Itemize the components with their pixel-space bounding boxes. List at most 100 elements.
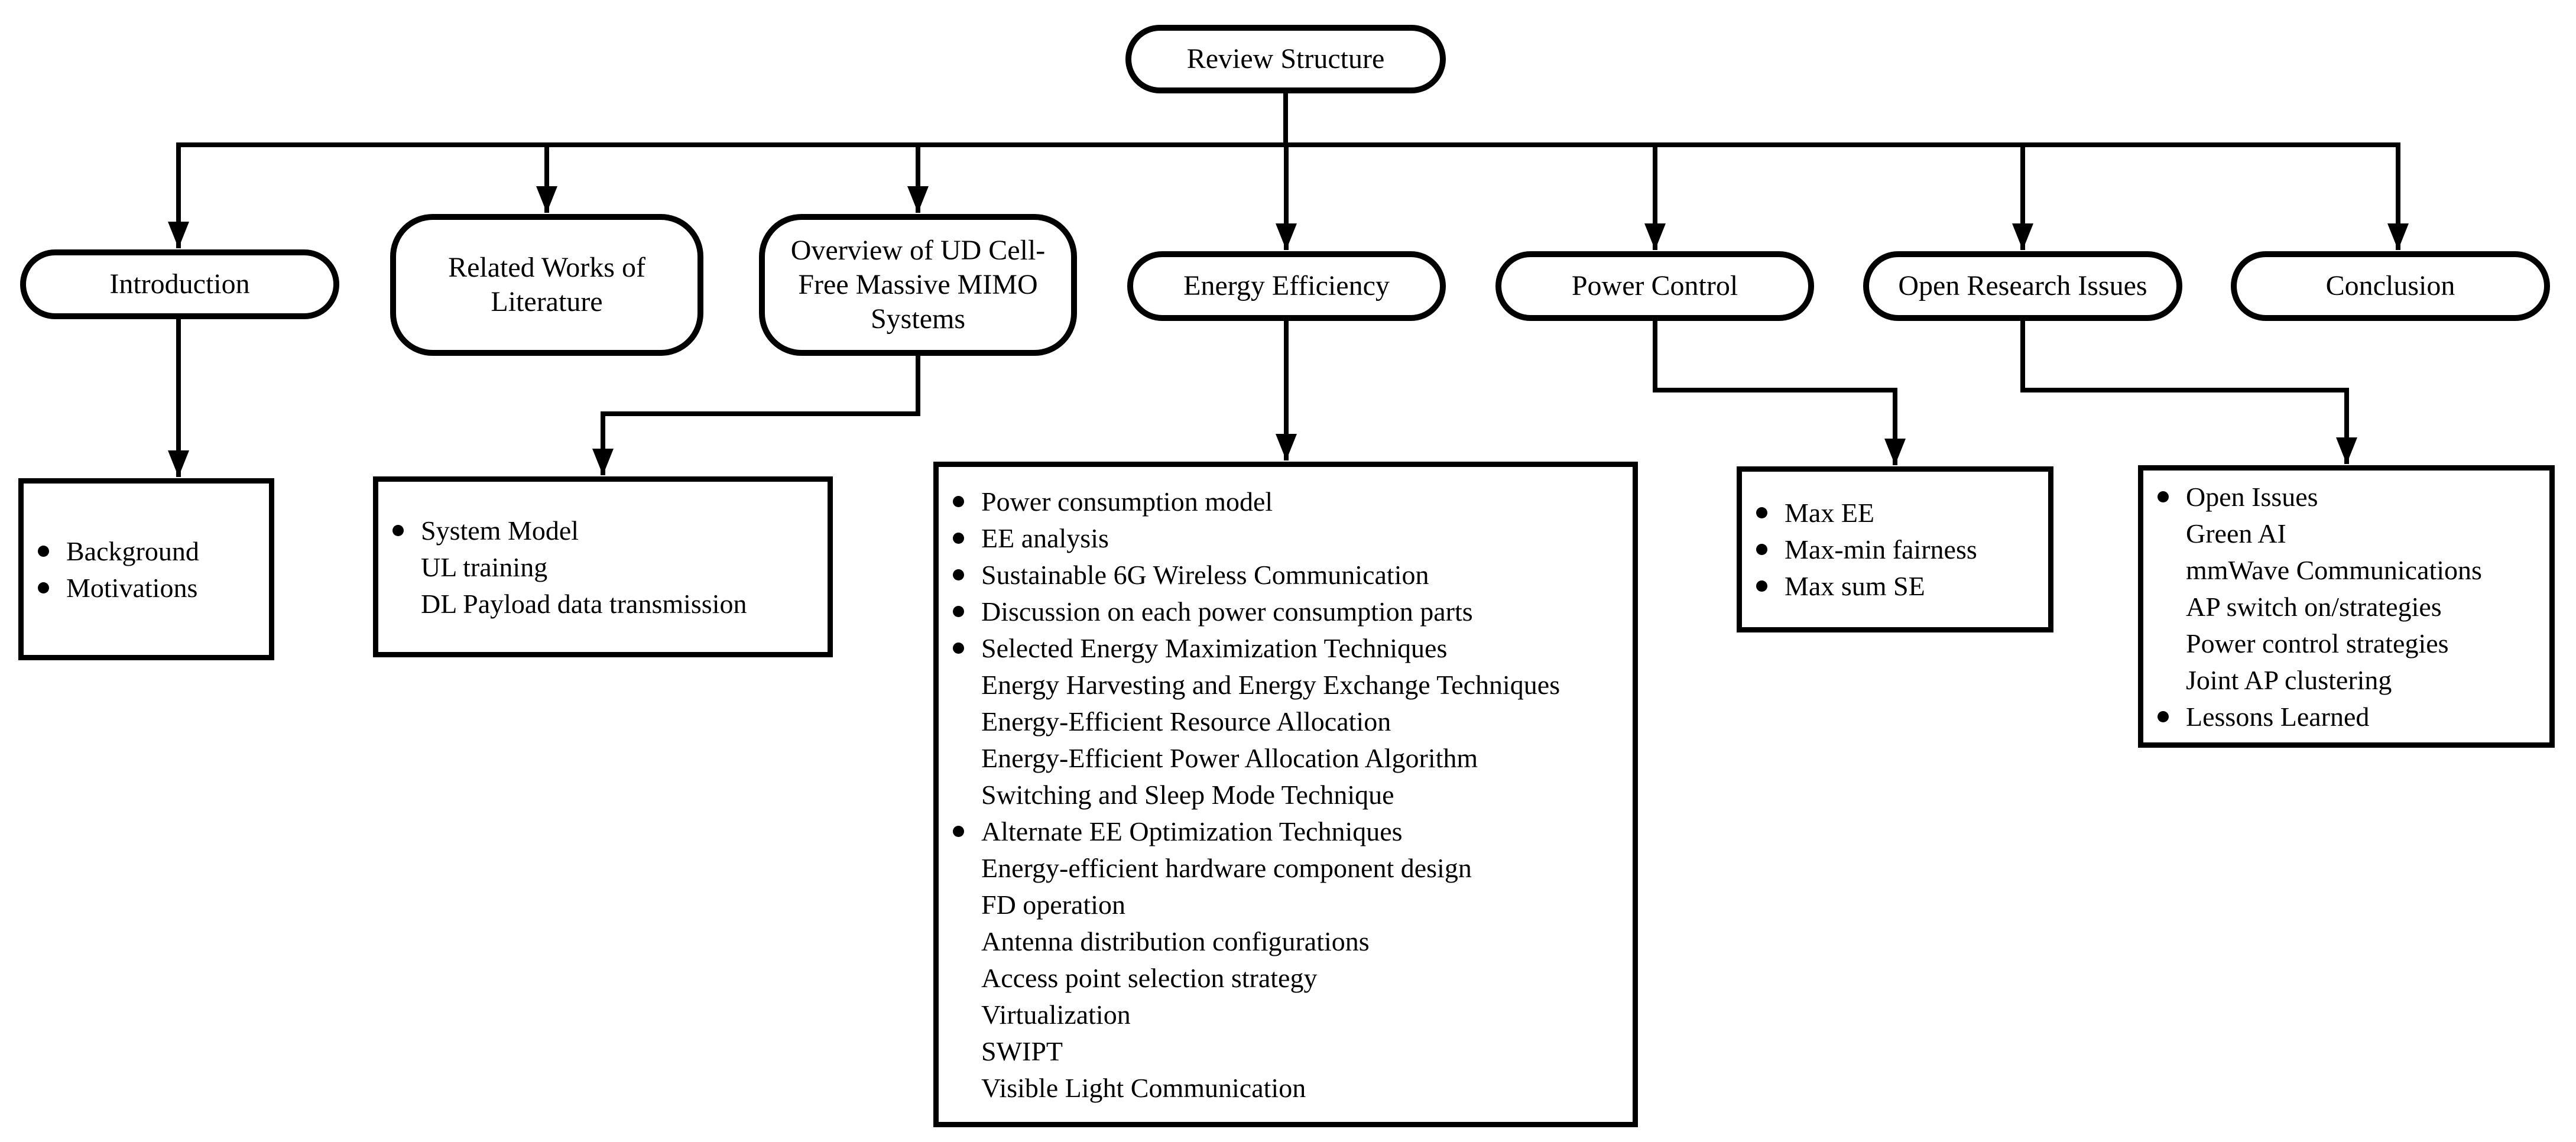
branch-node-open-research-issues: Open Research Issues [1863, 251, 2182, 321]
list-item-text: Energy-Efficient Resource Allocation [981, 706, 1391, 737]
bullet-icon [2143, 491, 2186, 502]
list-item: DL Payload data transmission [378, 585, 828, 622]
node-label: Introduction [109, 268, 250, 300]
list-item: UL training [378, 549, 828, 585]
node-label: Overview of UD Cell-Free Massive MIMO Sy… [790, 235, 1046, 335]
bullet-spacer [939, 862, 981, 874]
bullet-spacer [939, 899, 981, 910]
list-item-text: Visible Light Communication [981, 1072, 1306, 1103]
list-item-text: SWIPT [981, 1036, 1063, 1066]
bullet-icon [939, 532, 981, 544]
list-item-text: Power consumption model [981, 486, 1273, 517]
bullet-spacer [2143, 674, 2186, 686]
list-item-text: Discussion on each power consumption par… [981, 596, 1473, 627]
list-item: EE analysis [939, 520, 1633, 556]
list-item-text: Access point selection strategy [981, 962, 1318, 993]
list-item: Virtualization [939, 996, 1633, 1033]
list-item: Energy-Efficient Resource Allocation [939, 703, 1633, 739]
list-item-text: Sustainable 6G Wireless Communication [981, 559, 1429, 590]
bullet-spacer [2143, 564, 2186, 576]
list-item-text: Switching and Sleep Mode Technique [981, 779, 1394, 810]
list-item: Open Issues [2143, 478, 2549, 515]
list-item: Switching and Sleep Mode Technique [939, 776, 1633, 813]
node-label: Open Research Issues [1898, 270, 2147, 301]
list-item: Motivations [24, 569, 269, 606]
branch-node-overview-ud-cellfree: Overview of UD Cell-Free Massive MIMO Sy… [759, 214, 1077, 356]
list-item-text: Energy Harvesting and Energy Exchange Te… [981, 669, 1560, 700]
bullet-spacer [939, 1082, 981, 1094]
bullet-spacer [939, 972, 981, 984]
list-item: Max sum SE [1742, 568, 2048, 605]
list-item-text: Max sum SE [1785, 571, 1925, 601]
branch-node-introduction: Introduction [20, 249, 339, 319]
bullet-spacer [939, 679, 981, 690]
overview-detail-box: System Model UL training DL Payload data t… [373, 476, 833, 657]
list-item-text: Max-min fairness [1785, 534, 1977, 564]
list-item: Discussion on each power consumption par… [939, 593, 1633, 630]
list-item-text: Energy-efficient hardware component desi… [981, 852, 1472, 883]
branch-node-power-control: Power Control [1495, 251, 1814, 321]
list-item-text: Open Issues [2186, 481, 2318, 512]
node-label: Related Works of Literature [448, 252, 645, 317]
list-item: Power control strategies [2143, 625, 2549, 661]
bullet-icon [1742, 507, 1785, 518]
list-item-text: FD operation [981, 889, 1126, 920]
bullet-spacer [2143, 528, 2186, 539]
bullet-icon [939, 642, 981, 654]
node-label: Review Structure [1186, 43, 1385, 74]
list-item: Lessons Learned [2143, 698, 2549, 735]
list-item: Selected Energy Maximization Techniques [939, 630, 1633, 666]
list-item: Background [24, 533, 269, 569]
list-item: Green AI [2143, 515, 2549, 551]
bullet-icon [1742, 544, 1785, 555]
bullet-icon [939, 825, 981, 837]
list-item: Alternate EE Optimization Techniques [939, 813, 1633, 849]
list-item: mmWave Communications [2143, 551, 2549, 588]
bullet-spacer [939, 789, 981, 800]
bullet-icon [378, 524, 421, 536]
list-item-text: Green AI [2186, 518, 2286, 549]
bullet-icon [24, 545, 66, 557]
bullet-spacer [939, 1046, 981, 1057]
list-item: Energy Harvesting and Energy Exchange Te… [939, 666, 1633, 703]
bullet-icon [2143, 710, 2186, 722]
branch-node-conclusion: Conclusion [2231, 251, 2550, 321]
review-structure-node: Review Structure [1125, 25, 1446, 93]
node-label: Energy Efficiency [1183, 270, 1390, 301]
list-item-text: Energy-Efficient Power Allocation Algori… [981, 742, 1478, 773]
bullet-spacer [2143, 601, 2186, 612]
list-item: Antenna distribution configurations [939, 923, 1633, 959]
node-label: Conclusion [2325, 270, 2455, 301]
list-item: Max EE [1742, 495, 2048, 531]
list-item-text: Power control strategies [2186, 628, 2449, 658]
list-item: Access point selection strategy [939, 959, 1633, 996]
list-item-text: Lessons Learned [2186, 701, 2370, 732]
bullet-icon [1742, 580, 1785, 592]
list-item-text: Max EE [1785, 498, 1875, 528]
list-item-text: System Model [421, 515, 579, 546]
branch-node-related-works: Related Works of Literature [390, 214, 703, 356]
bullet-spacer [939, 716, 981, 727]
list-item-text: DL Payload data transmission [421, 588, 747, 619]
list-item-text: Virtualization [981, 999, 1131, 1030]
list-item-text: AP switch on/strategies [2186, 591, 2442, 622]
bullet-icon [939, 569, 981, 580]
bullet-spacer [378, 598, 421, 609]
list-item-text: Antenna distribution configurations [981, 926, 1370, 956]
bullet-spacer [939, 752, 981, 764]
bullet-icon [939, 495, 981, 507]
node-label: Power Control [1571, 270, 1738, 301]
list-item: FD operation [939, 886, 1633, 923]
list-item: Sustainable 6G Wireless Communication [939, 556, 1633, 593]
bullet-spacer [939, 936, 981, 947]
list-item-text: UL training [421, 551, 548, 582]
list-item: System Model [378, 512, 828, 549]
branch-node-energy-efficiency: Energy Efficiency [1127, 251, 1446, 321]
bullet-icon [24, 582, 66, 593]
list-item: AP switch on/strategies [2143, 588, 2549, 625]
